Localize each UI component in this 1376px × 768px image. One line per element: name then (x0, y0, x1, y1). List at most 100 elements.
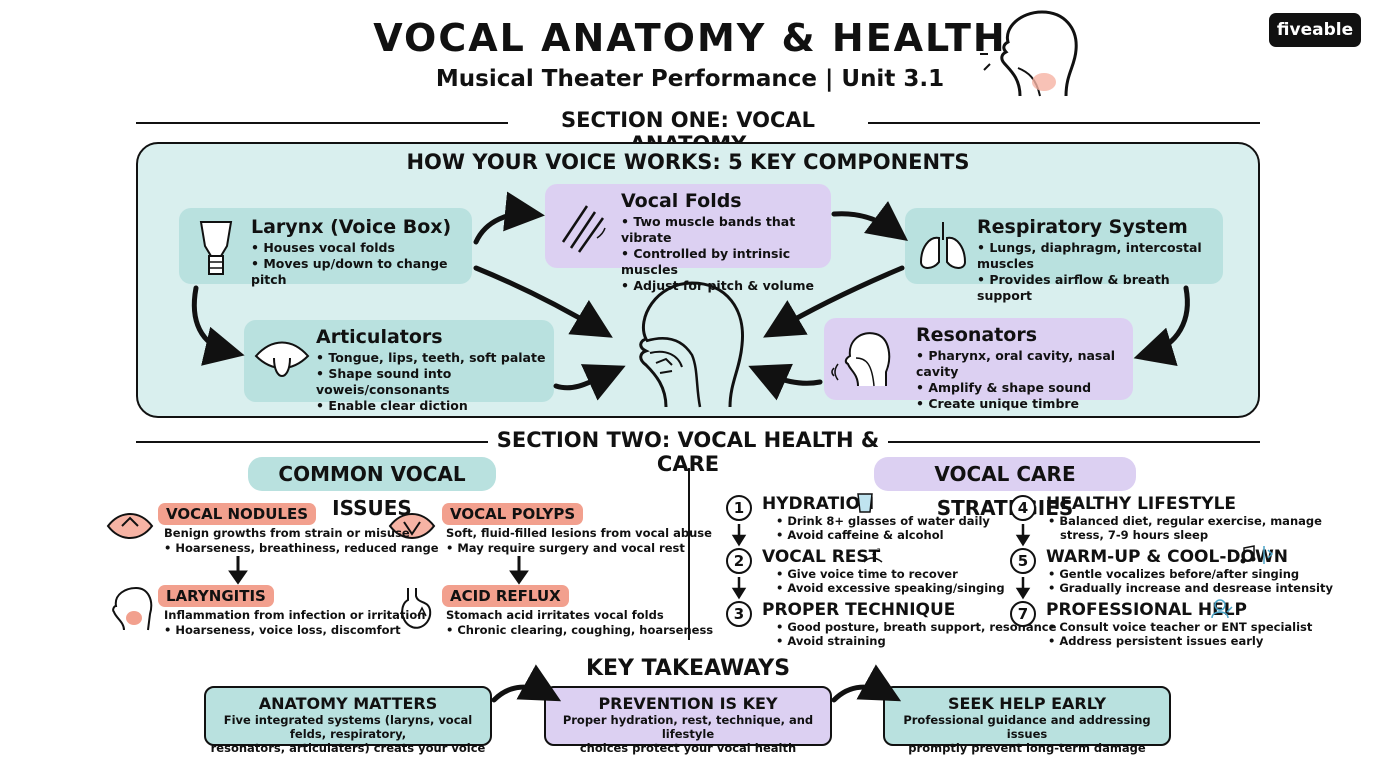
takeaway-anatomy-line: Five integrated systems (laryns, vocal f… (223, 713, 473, 741)
issue-laryngitis-desc: Inflammation from infection or irritatio… (164, 608, 426, 622)
component-vocal-folds-title: Vocal Folds (621, 190, 742, 212)
strategy-professional-title: PROFESSIONAL HELP (1046, 600, 1247, 620)
component-articulators: Articulators Tongue, lips, teeth, soft p… (244, 320, 554, 413)
lungs-icon (919, 222, 967, 269)
component-larynx-point: Moves up/down to change pitch (251, 256, 472, 288)
strategy-technique-title: PROPER TECHNIQUE (762, 600, 956, 620)
issue-polyps-symptom: May require surgery and vocal rest (457, 541, 685, 555)
component-vocal-folds-point: Adjust for pitch & volume (621, 278, 831, 294)
component-larynx: Larynx (Voice Box) Houses vocal folds Mo… (179, 208, 472, 287)
issue-polyps-tag: VOCAL POLYPS (442, 503, 584, 525)
takeaway-seek-help: SEEK HELP EARLY Professional guidance an… (883, 686, 1171, 755)
strategy-point: Avoid straining (787, 634, 886, 648)
issue-laryngitis-tag: LARYNGITIS (158, 585, 274, 607)
issue-reflux-tag: ACID REFLUX (442, 585, 569, 607)
strategy-point: stress, 7-9 hours sleep (1060, 528, 1209, 542)
component-respiratory-point: Lungs, diaphragm, intercostal muscles (977, 240, 1223, 272)
component-larynx-title: Larynx (Voice Box) (251, 216, 452, 238)
component-vocal-folds: Vocal Folds Two muscle bands that vibrat… (545, 184, 831, 293)
strategy-point-row: • Consult voice teacher or ENT specialis… (1048, 620, 1313, 634)
issue-laryngitis-symptom: Hoarseness, voice loss, discomfort (175, 623, 401, 637)
strategy-point-row: • Balanced diet, regular exercise, manag… (1048, 514, 1322, 528)
music-notes-icon (1240, 545, 1274, 564)
strategy-point-row: • Avoid straining (776, 634, 886, 648)
issues-title: COMMON VOCAL ISSUES (248, 457, 496, 520)
strategy-point: Drink 8+ glasses of water daily (787, 514, 990, 528)
strategy-warmup-title: WARM-UP & COOL-DOWN (1046, 547, 1288, 567)
resonators-head-icon (831, 332, 891, 387)
strategy-point-row: • Gradually increase and desrease intens… (1048, 581, 1333, 595)
mouth-icon (254, 341, 310, 377)
strategy-point: Address persistent issues early (1059, 634, 1264, 648)
strategy-point: Consult voice teacher or ENT specialist (1059, 620, 1313, 634)
takeaways-title: KEY TAKEAWAYS (585, 656, 791, 681)
strategy-num: 7 (1010, 601, 1036, 627)
issue-nodules-symptom-row: • Hoarseness, breathiness, reduced range (164, 541, 439, 555)
stomach-icon (401, 588, 432, 629)
strategy-num: 5 (1010, 548, 1036, 574)
svg-text:z: z (872, 548, 876, 557)
issue-nodules-tag: VOCAL NODULES (158, 503, 317, 525)
issue-reflux-symptom: Chronic clearing, coughing, hoarseness (457, 623, 714, 637)
strategy-num: 3 (726, 601, 752, 627)
component-larynx-point: Houses vocal folds (251, 240, 472, 256)
care-title: VOCAL CARE STRATEGIES (874, 457, 1136, 520)
issue-polyps-symptom-row: • May require surgery and vocal rest (446, 541, 685, 555)
issue-polyps-desc: Soft, fluid-filled lesions from vocal ab… (446, 526, 712, 540)
issue-nodules-desc: Benign growths from strain or misuse (164, 526, 410, 540)
svg-text:z: z (877, 547, 880, 554)
issue-nodules-symptom: Hoarseness, breathiness, reduced range (175, 541, 439, 555)
takeaway-seek-help-line: Professional guidance and addressing iss… (903, 713, 1151, 741)
component-resonators-point: Create unique timbre (916, 396, 1133, 412)
strategy-point: Avoid caffeine & alcohol (787, 528, 944, 542)
head-profile-icon (980, 10, 1078, 97)
takeaway-prevention-line: choices protect your vocal health (579, 741, 797, 755)
takeaway-prevention: PREVENTION IS KEY Proper hydration, rest… (544, 686, 832, 755)
person-icon (1211, 599, 1233, 619)
component-articulators-point: Shape sound into voweis/consonants (316, 366, 554, 398)
component-resonators-title: Resonators (916, 324, 1038, 346)
takeaway-seek-help-title: SEEK HELP EARLY (947, 694, 1107, 713)
component-articulators-title: Articulators (316, 326, 443, 348)
issue-reflux-symptom-row: • Chronic clearing, coughing, hoarseness (446, 623, 714, 637)
component-respiratory: Respiratory System Lungs, diaphragm, int… (905, 208, 1223, 303)
component-resonators-point: Amplify & shape sound (916, 380, 1133, 396)
strategy-point-row: • Give voice time to recover (776, 567, 958, 581)
strategy-point-row: • Good posture, breath support, resonanc… (776, 620, 1057, 634)
takeaway-prevention-line: Proper hydration, rest, technique, and l… (562, 713, 814, 741)
strategy-point: Give voice time to recover (787, 567, 958, 581)
polyps-mouth-icon (388, 513, 436, 539)
component-vocal-folds-point: Two muscle bands that vibrate (621, 214, 831, 246)
strategy-point: Balanced diet, regular exercise, manage (1059, 514, 1322, 528)
strategy-point: Avoid excessive speaking/singing (787, 581, 1005, 595)
component-articulators-point: Tongue, lips, teeth, soft palate (316, 350, 554, 366)
strategy-point-row: • Drink 8+ glasses of water daily (776, 514, 990, 528)
strategy-point-row: • Address persistent issues early (1048, 634, 1264, 648)
column-divider (688, 468, 690, 640)
component-articulators-point: Enable clear diction (316, 398, 554, 414)
page-subtitle: Musical Theater Performance | Unit 3.1 (435, 66, 945, 92)
strategy-point: Good posture, breath support, resonance (787, 620, 1057, 634)
takeaway-anatomy-line: resonators, articulaters) creats your vo… (210, 741, 486, 755)
strategy-lifestyle-title: HEALTHY LIFESTYLE (1046, 494, 1237, 514)
component-vocal-folds-point: Controlled by intrinsic muscles (621, 246, 831, 278)
water-glass-icon (857, 493, 873, 513)
component-resonators: Resonators Pharynx, oral cavity, nasal c… (824, 318, 1133, 411)
takeaway-anatomy: ANATOMY MATTERS Five integrated systems … (204, 686, 492, 755)
issue-laryngitis-symptom-row: • Hoarseness, voice loss, discomfort (164, 623, 401, 637)
component-respiratory-title: Respiratory System (977, 216, 1188, 238)
takeaway-seek-help-line: promptly prevent long-term damage (908, 741, 1146, 755)
laryngitis-head-icon (112, 586, 153, 631)
vocal-folds-icon (561, 205, 606, 253)
strategy-point: Gentle vocalizes before/after singing (1059, 567, 1300, 581)
component-respiratory-point: Provides airflow & breath support (977, 272, 1223, 304)
brand-logo[interactable]: fiveable (1269, 13, 1361, 47)
strategy-point: Gradually increase and desrease intensit… (1059, 581, 1333, 595)
strategy-num: 2 (726, 548, 752, 574)
takeaway-anatomy-title: ANATOMY MATTERS (258, 694, 438, 713)
center-head-icon (639, 281, 745, 408)
strategy-rest-title: VOCAL REST (762, 547, 881, 567)
strategy-num: 1 (726, 495, 752, 521)
issue-reflux-desc: Stomach acid irritates vocal folds (446, 608, 664, 622)
